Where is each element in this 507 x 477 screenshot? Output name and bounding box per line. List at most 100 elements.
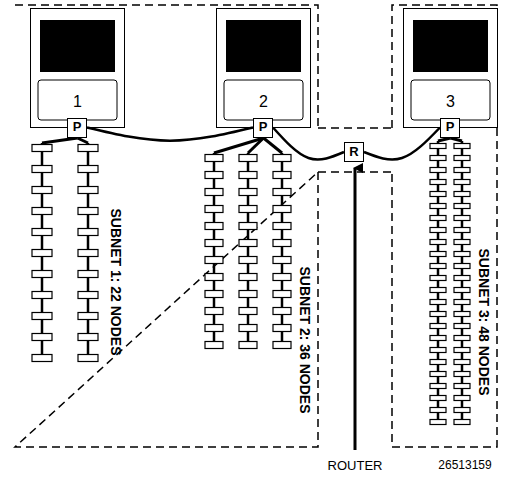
network-node xyxy=(78,208,98,215)
bus-cable xyxy=(273,128,344,160)
router-box: R xyxy=(344,142,364,162)
network-node xyxy=(239,291,257,298)
screen xyxy=(413,20,488,72)
network-node xyxy=(454,240,470,245)
network-node xyxy=(78,292,98,299)
network-node xyxy=(32,166,52,173)
node-text: R xyxy=(349,145,358,159)
network-node xyxy=(454,204,470,209)
network-node xyxy=(78,313,98,320)
network-node xyxy=(454,408,470,413)
network-node xyxy=(78,187,98,194)
network-node xyxy=(205,274,223,281)
network-node xyxy=(32,229,52,236)
network-node xyxy=(454,384,470,389)
network-node xyxy=(78,334,98,341)
panel xyxy=(38,80,117,120)
network-node xyxy=(239,342,257,349)
bus-cable xyxy=(364,128,440,160)
subnet-label: SUBNET 2: 36 NODES xyxy=(297,266,313,413)
network-node xyxy=(454,396,470,401)
network-node xyxy=(32,145,52,152)
network-node xyxy=(32,271,52,278)
terminal: 2P xyxy=(216,8,311,128)
network-node xyxy=(273,189,291,196)
subnet-cable xyxy=(281,153,284,345)
network-node xyxy=(205,257,223,264)
router-region xyxy=(318,128,392,172)
network-node xyxy=(454,168,470,173)
node-text: P xyxy=(446,120,455,134)
network-node xyxy=(430,372,446,377)
network-node xyxy=(78,250,98,257)
network-node xyxy=(32,355,52,362)
network-node xyxy=(239,308,257,315)
feed-line xyxy=(248,138,264,153)
network-node xyxy=(205,155,223,162)
network-node xyxy=(32,292,52,299)
network-node xyxy=(430,360,446,365)
network-node xyxy=(205,325,223,332)
network-node xyxy=(205,342,223,349)
network-node xyxy=(430,180,446,185)
network-node xyxy=(430,228,446,233)
network-node xyxy=(430,264,446,269)
network-node xyxy=(430,216,446,221)
feed-line xyxy=(42,138,78,143)
network-node xyxy=(454,180,470,185)
network-node xyxy=(430,348,446,353)
network-node xyxy=(454,348,470,353)
network-node xyxy=(78,145,98,152)
network-node xyxy=(32,250,52,257)
network-node xyxy=(273,257,291,264)
network-node xyxy=(205,240,223,247)
node-text: P xyxy=(259,120,268,134)
terminal: 3P xyxy=(403,8,498,128)
network-node xyxy=(239,274,257,281)
network-node xyxy=(239,257,257,264)
network-node xyxy=(430,336,446,341)
network-node xyxy=(454,372,470,377)
feed-line xyxy=(214,138,264,153)
network-node xyxy=(78,166,98,173)
network-node xyxy=(239,172,257,179)
feed-line xyxy=(438,138,451,141)
label-text: SUBNET 3: 48 NODES xyxy=(476,248,492,395)
screen xyxy=(226,20,301,72)
network-node xyxy=(78,271,98,278)
subnet-region xyxy=(392,5,497,447)
network-node xyxy=(454,312,470,317)
network-node xyxy=(205,189,223,196)
subnet-cable xyxy=(213,153,216,345)
network-node xyxy=(430,156,446,161)
network-node xyxy=(239,189,257,196)
network-node xyxy=(430,396,446,401)
network-node xyxy=(273,223,291,230)
network-node xyxy=(32,187,52,194)
terminal-fill xyxy=(403,8,498,128)
caption-label: 26513159 xyxy=(438,458,491,472)
network-node xyxy=(273,206,291,213)
network-node xyxy=(430,420,446,425)
subnet-cable xyxy=(247,153,250,345)
network-node xyxy=(273,274,291,281)
network-node xyxy=(454,156,470,161)
terminal-body xyxy=(30,8,498,128)
network-node xyxy=(205,308,223,315)
network-node xyxy=(273,240,291,247)
bus-cable xyxy=(87,128,253,141)
network-node xyxy=(239,223,257,230)
network-node xyxy=(430,204,446,209)
network-node xyxy=(430,168,446,173)
network-node xyxy=(205,223,223,230)
terminal-fill xyxy=(30,8,125,128)
label-text: ROUTER xyxy=(328,458,383,473)
network-node xyxy=(454,336,470,341)
node-text: P xyxy=(73,120,82,134)
network-node xyxy=(430,300,446,305)
port-box: P xyxy=(253,118,273,138)
label-text: 26513159 xyxy=(438,458,491,472)
feed-line xyxy=(451,138,463,141)
screen xyxy=(40,20,115,72)
